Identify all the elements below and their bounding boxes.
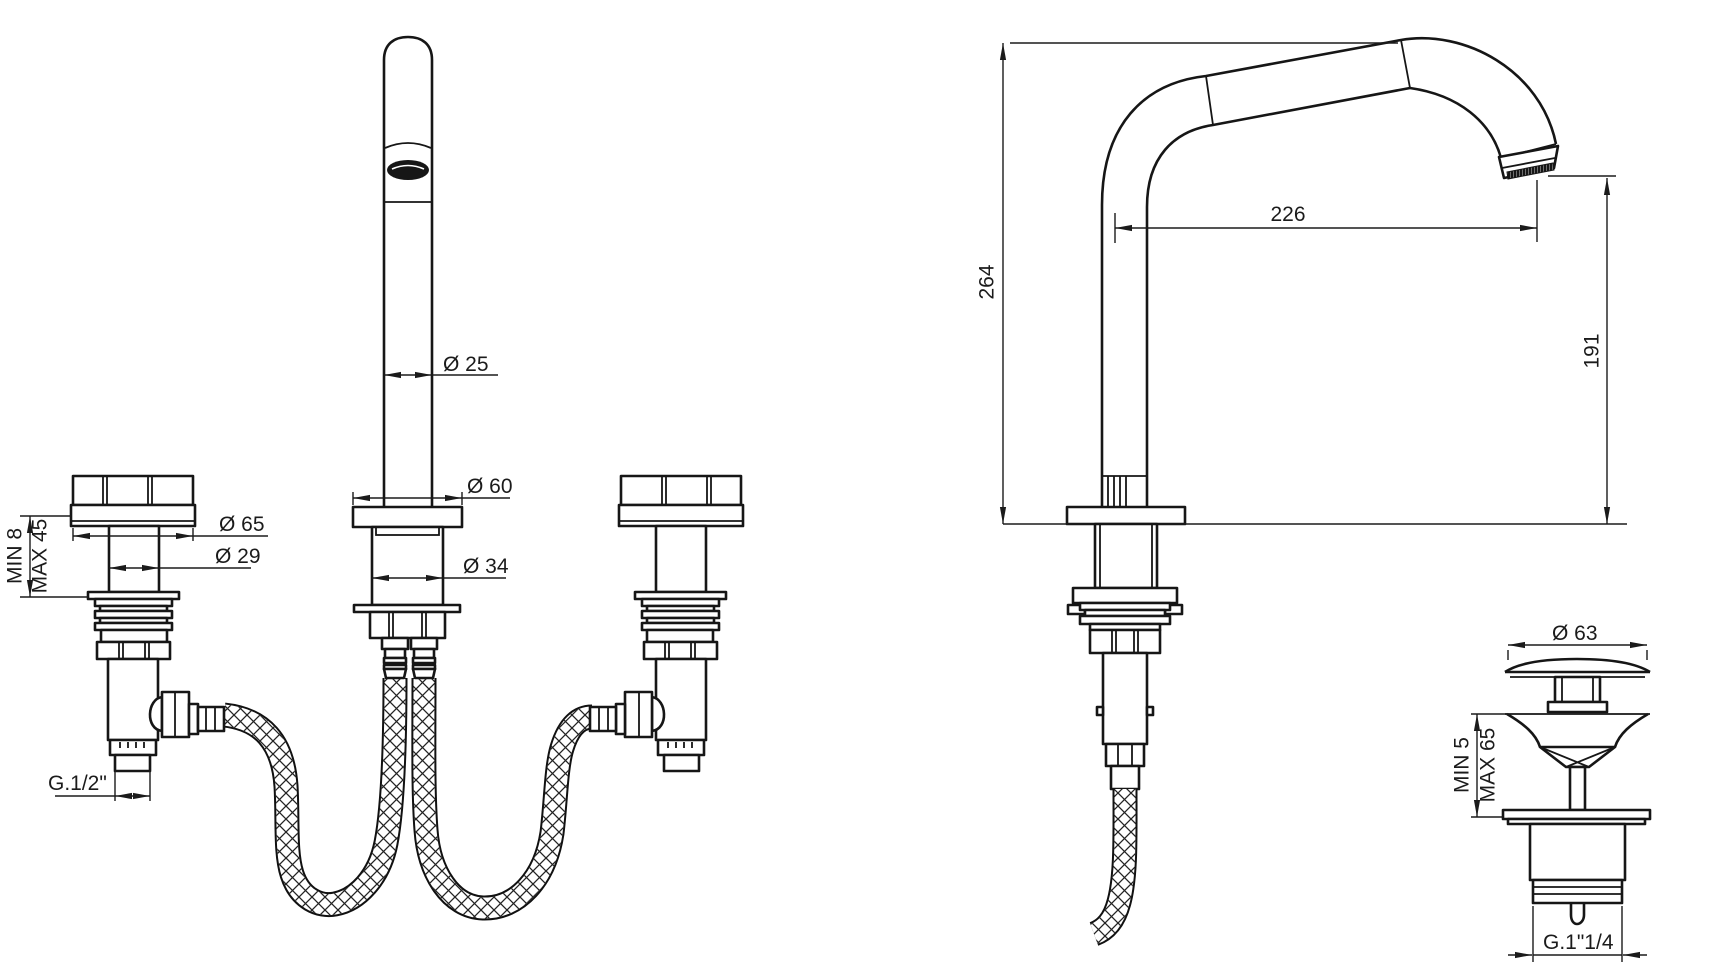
dim-label-spout-body: Ø 34 xyxy=(463,555,509,578)
dim-label-drain-min: MIN 5 xyxy=(1451,737,1474,793)
dim-label-drain-max: MAX 65 xyxy=(1477,728,1500,803)
drain-body xyxy=(1501,712,1652,926)
dim-label-handle: Ø 65 xyxy=(219,513,265,536)
dim-label-deck-max: MAX 45 xyxy=(29,519,52,594)
valve-left xyxy=(69,474,226,773)
valve-right xyxy=(588,474,745,773)
dim-label-spout-tube: Ø 25 xyxy=(443,353,489,376)
drain-detail: Ø 63 MIN 5 MAX 65 G.1"1/4 xyxy=(1451,622,1652,962)
supply-hoses-front xyxy=(222,677,594,921)
side-view: 264 226 191 xyxy=(976,36,1627,946)
hose-left xyxy=(222,677,408,918)
hose-right xyxy=(411,677,594,921)
spout-hose-connectors xyxy=(380,636,439,680)
aerator-outlet xyxy=(387,160,429,180)
dim-label-deck-min: MIN 8 xyxy=(4,528,27,584)
valve-body-side xyxy=(1066,522,1184,791)
spout-side xyxy=(1065,36,1560,526)
dim-label-total-height: 264 xyxy=(976,264,999,299)
dim-label-handle-stem: Ø 29 xyxy=(215,545,261,568)
dim-label-valve-thread: G.1/2" xyxy=(48,772,107,795)
spout-outlet-face xyxy=(1506,162,1555,180)
dimensions-drain: Ø 63 MIN 5 MAX 65 G.1"1/4 xyxy=(1451,622,1648,962)
dimensions-front: Ø 25 Ø 60 Ø 34 Ø 65 Ø 29 MIN 8 MAX 45 G.… xyxy=(4,353,513,801)
dimensions-side: 264 226 191 xyxy=(976,42,1616,524)
spout-front xyxy=(351,35,464,640)
dim-label-spout-reach: 226 xyxy=(1270,203,1305,226)
dim-label-outlet-height: 191 xyxy=(1581,333,1604,368)
front-view: Ø 25 Ø 60 Ø 34 Ø 65 Ø 29 MIN 8 MAX 45 G.… xyxy=(4,35,745,921)
dim-label-spout-flange: Ø 60 xyxy=(467,475,513,498)
drain-cap xyxy=(1504,657,1651,714)
dim-label-drain-cap: Ø 63 xyxy=(1552,622,1598,645)
dim-label-drain-thread: G.1"1/4 xyxy=(1543,931,1614,954)
supply-hose-side xyxy=(1089,788,1138,946)
